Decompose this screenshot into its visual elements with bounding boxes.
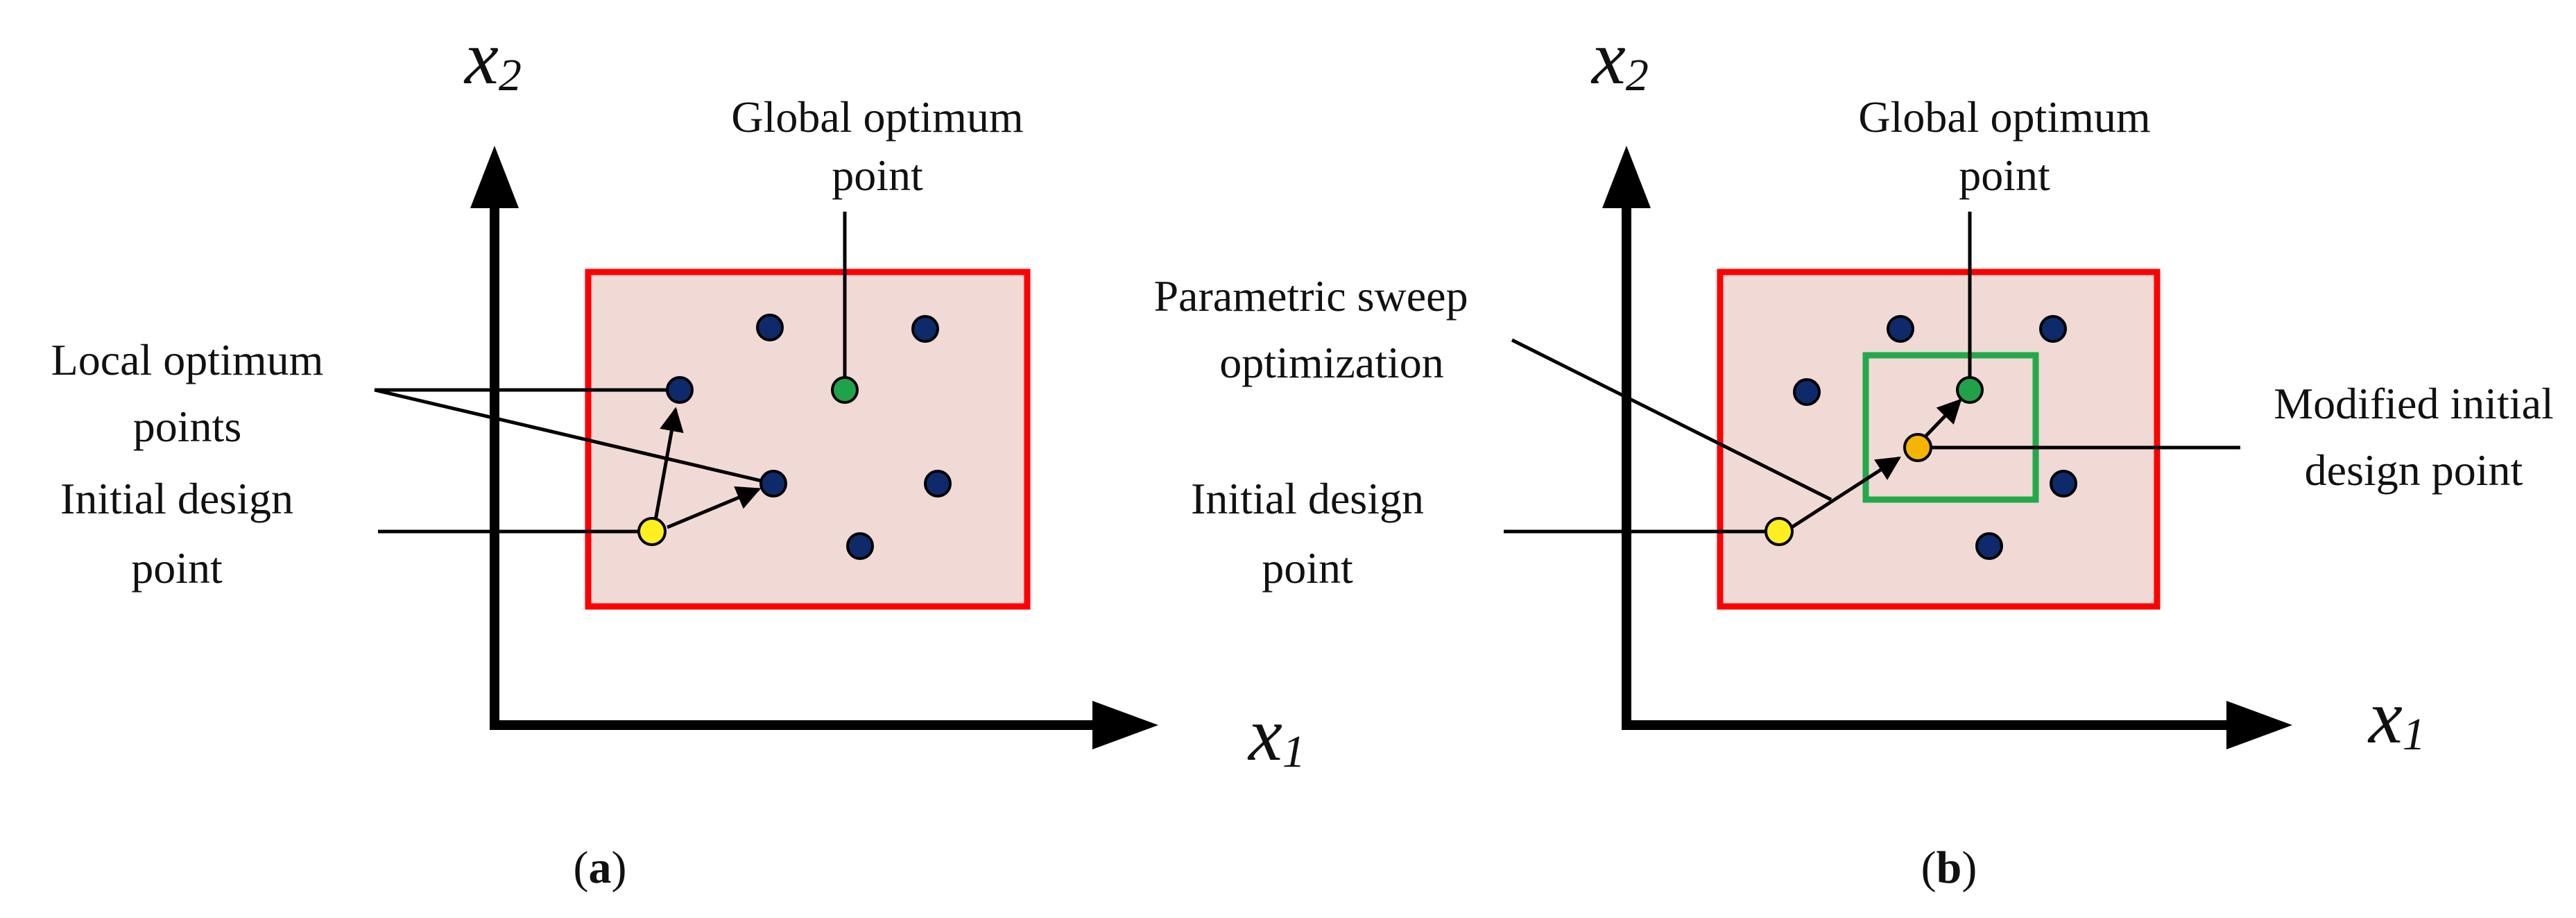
local-optimum-point bbox=[1887, 315, 1914, 343]
y-axis-arrowhead bbox=[1602, 146, 1651, 208]
local-leader-line-2 bbox=[374, 388, 774, 486]
global-optimum-point bbox=[1956, 376, 1984, 404]
initial-design-point bbox=[1764, 517, 1794, 546]
y-axis-arrowhead bbox=[470, 146, 519, 208]
search-region bbox=[585, 269, 1031, 610]
path-to-global bbox=[1923, 398, 1962, 439]
local-optimum-point bbox=[666, 376, 694, 404]
move-arrow-right bbox=[667, 486, 762, 529]
x-axis-arrowhead bbox=[2226, 701, 2292, 749]
sweep-region bbox=[1862, 352, 2039, 503]
modified-initial-design-point bbox=[1903, 433, 1932, 462]
x-axis-arrowhead bbox=[1092, 701, 1158, 749]
move-arrow-up bbox=[653, 407, 684, 521]
initial-design-point bbox=[637, 517, 667, 546]
global-optimum-point bbox=[831, 376, 859, 404]
sweep-leader-line bbox=[1511, 338, 1832, 502]
local-optimum-point bbox=[911, 315, 939, 343]
local-optimum-point bbox=[1975, 532, 2003, 560]
x2-axis-label: x2 bbox=[1590, 15, 1649, 101]
path-to-modified bbox=[1788, 456, 1901, 531]
local-optimum-point bbox=[2050, 470, 2077, 498]
local-optimum-point bbox=[924, 470, 952, 498]
caption-a: (a) bbox=[574, 842, 627, 893]
x1-axis-label: x1 bbox=[1247, 692, 1305, 777]
local-optimum-point bbox=[759, 470, 787, 498]
search-region bbox=[1717, 269, 2161, 610]
caption-b: (b) bbox=[1921, 842, 1977, 893]
x1-axis-label: x1 bbox=[2367, 674, 2425, 760]
local-optimum-point bbox=[846, 532, 874, 560]
local-optimum-point bbox=[1793, 378, 1821, 406]
local-optimum-point bbox=[2039, 315, 2067, 343]
x2-axis-label: x2 bbox=[463, 15, 522, 101]
local-optimum-point bbox=[756, 314, 784, 341]
